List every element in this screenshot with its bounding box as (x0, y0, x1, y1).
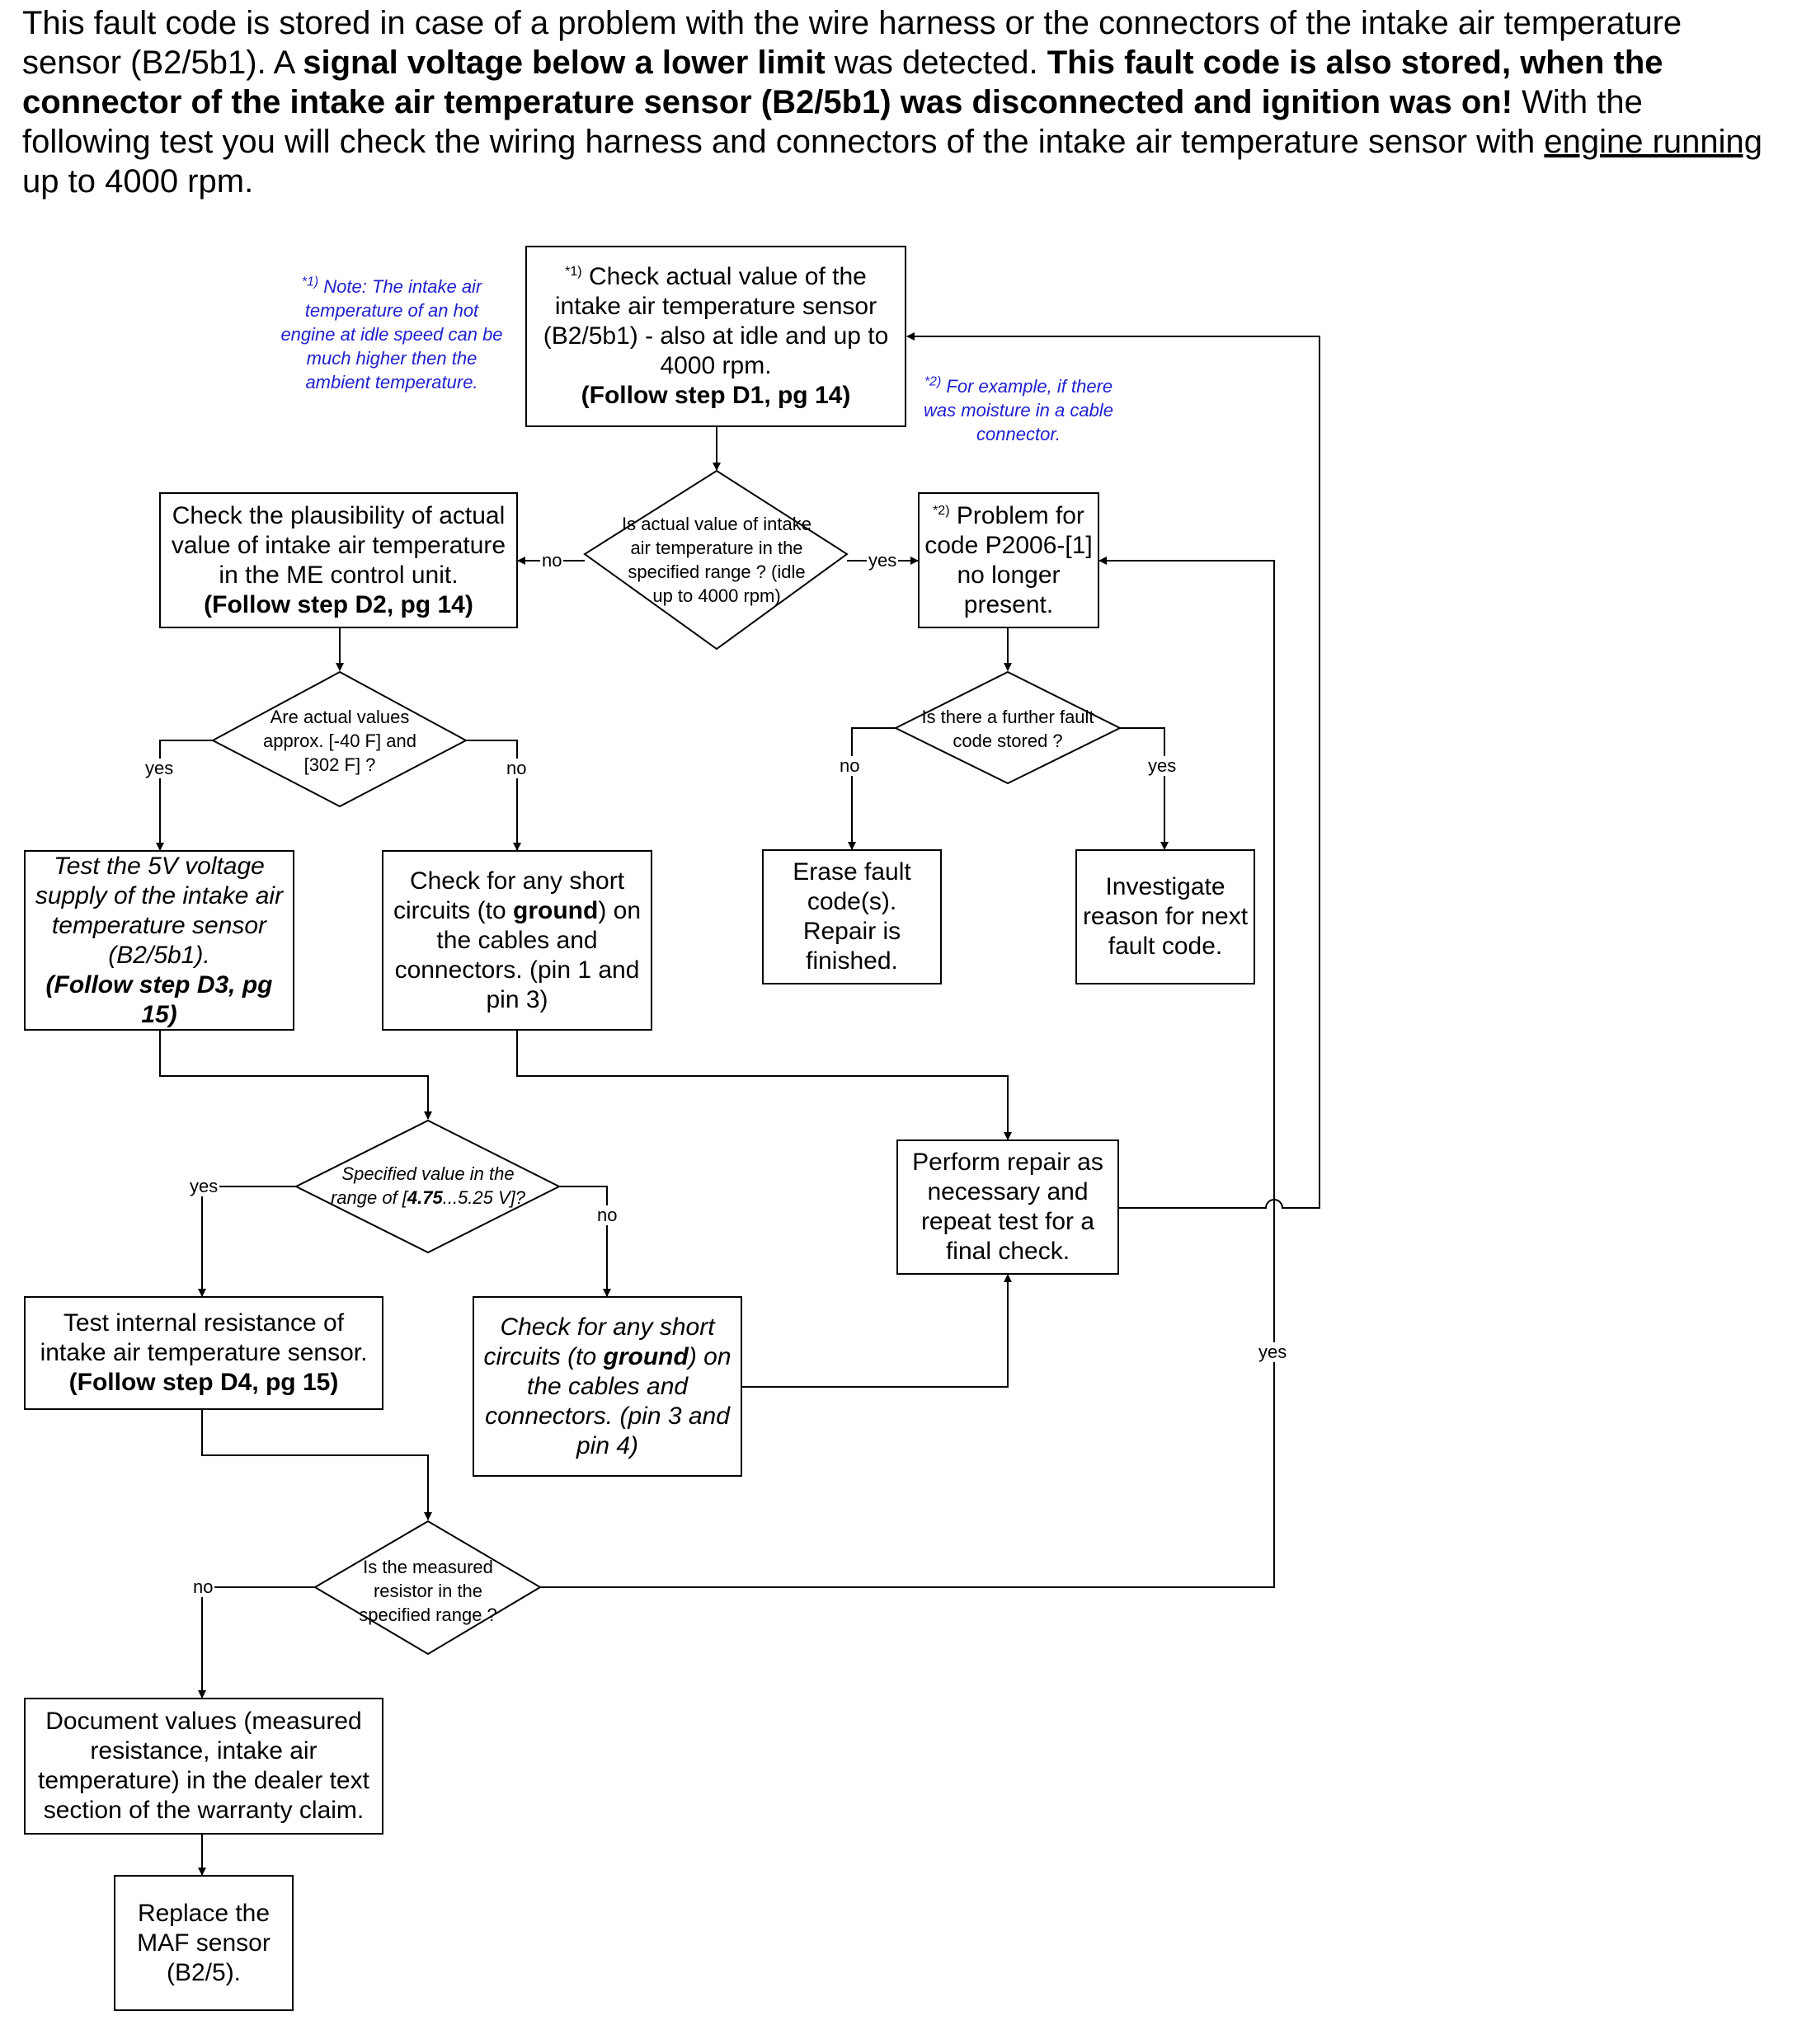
step-d1-box: *1) Check actual value of the intake air… (525, 246, 906, 427)
plausibility-box: Check the plausibility of actual value o… (159, 492, 518, 628)
erase-fault-box: Erase fault code(s). Repair is finished. (762, 849, 942, 984)
test-5v-box: Test the 5V voltage supply of the intake… (24, 850, 294, 1031)
short-circuit-pin13-box: Check for any short circuits (to ground)… (382, 850, 652, 1031)
investigate-box: Investigate reason for next fault code. (1075, 849, 1255, 984)
note-hot-engine: *1) Note: The intake air temperature of … (280, 275, 503, 392)
label-no-further: no (838, 755, 862, 776)
perform-repair-box: Perform repair as necessary and repeat t… (896, 1139, 1119, 1275)
decision-further-text: Is there a further fault code stored ? (921, 707, 1094, 751)
label-no-approx: no (505, 758, 529, 778)
label-no-measured: no (191, 1576, 215, 1597)
decision-diamond-further (893, 670, 1122, 785)
label-yes-spec: yes (188, 1176, 220, 1196)
decision-diamond-approx (210, 670, 468, 808)
decision-diamond-spec (294, 1119, 562, 1254)
short-circuit-pin34-box: Check for any short circuits (to ground)… (473, 1296, 742, 1477)
decision-spec-text: Specified value in the range of [4.75...… (330, 1163, 526, 1208)
decision-diamond-measured (313, 1520, 542, 1656)
note-moisture: *2) For example, if there was moisture i… (924, 374, 1113, 444)
decision-measured-text: Is the measured resistor in the specifie… (359, 1556, 497, 1625)
label-yes-approx: yes (143, 758, 176, 778)
internal-resistance-box: Test internal resistance of intake air t… (24, 1296, 383, 1410)
decision-diamond-range (583, 469, 849, 651)
label-yes-further: yes (1146, 755, 1178, 776)
intro-paragraph: This fault code is stored in case of a p… (22, 5, 1763, 200)
problem-resolved-box: *2) Problem for code P2006-[1] no longer… (918, 492, 1099, 628)
label-no-range: no (540, 550, 564, 571)
decision-approx-text: Are actual values approx. [-40 F] and [3… (263, 706, 416, 775)
document-values-box: Document values (measured resistance, in… (24, 1698, 383, 1835)
label-no-spec: no (595, 1205, 619, 1225)
label-yes-range: yes (867, 550, 899, 571)
decision-range-text: Is actual value of intake air temperatur… (622, 514, 811, 606)
replace-maf-box: Replace the MAF sensor (B2/5). (114, 1875, 294, 2011)
label-yes-measured: yes (1257, 1342, 1289, 1362)
